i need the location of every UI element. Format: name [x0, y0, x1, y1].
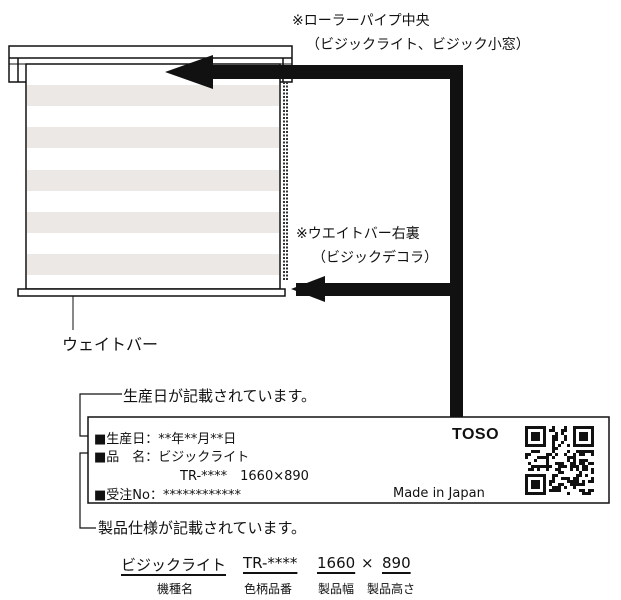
- spec-color-code: TR-****: [243, 554, 298, 572]
- callout-roller-pipe-line2: （ビジックライト、ビジック小窓）: [306, 37, 530, 53]
- spec-times: ×: [361, 554, 374, 572]
- pull-chain: [283, 82, 288, 280]
- production-date-note: 生産日が記載されています。: [123, 387, 317, 405]
- label-origin: Made in Japan: [393, 486, 485, 501]
- weight-bar-label: ウェイトバー: [62, 335, 159, 354]
- caption-color-code: 色柄品番: [244, 582, 293, 596]
- spec-width: 1660: [317, 554, 356, 572]
- label-order-row: ■受注No：************: [94, 488, 241, 503]
- spec-model-name: ビジックライト: [121, 556, 227, 574]
- label-name-row: ■品 名：ビジックライト: [94, 450, 250, 465]
- caption-height: 製品高さ: [367, 582, 416, 596]
- callout-weight-bar-back-line1: ※ウエイトバー右裏: [296, 226, 420, 242]
- product-spec-note: 製品仕様が記載されています。: [98, 519, 307, 537]
- qr-code-icon: [524, 425, 595, 496]
- spec-height: 890: [382, 554, 411, 572]
- arrow-roller-pipe: [165, 55, 213, 89]
- caption-width: 製品幅: [318, 582, 355, 596]
- label-date-row: ■生産日：**年**月**日: [94, 432, 237, 447]
- blind-fabric: [25, 63, 281, 290]
- brand-logo: TOSO: [452, 426, 500, 443]
- product-label: [87, 416, 610, 504]
- label-connector: [165, 55, 463, 417]
- label-model-row: TR-**** 1660×890: [180, 469, 309, 484]
- callout-weight-bar-back-line2: （ビジックデコラ）: [312, 250, 438, 266]
- arrow-weight-bar: [291, 276, 325, 302]
- weight-bar: [17, 288, 286, 297]
- caption-model-name: 機種名: [157, 582, 194, 596]
- callout-roller-pipe-line1: ※ローラーパイプ中央: [292, 13, 430, 29]
- leader-brackets: [79, 393, 122, 529]
